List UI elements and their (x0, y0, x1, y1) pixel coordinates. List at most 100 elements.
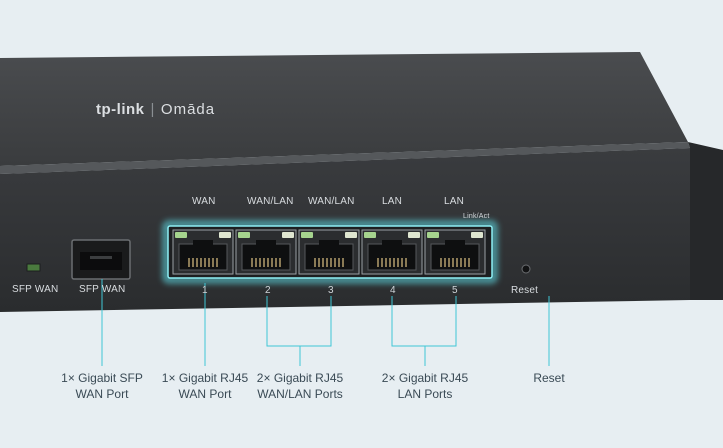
logo-separator: | (150, 101, 155, 118)
rj45-pin (401, 258, 403, 267)
rj45-port-opening (430, 243, 480, 271)
rj45-pin (255, 258, 257, 267)
rj45-pin (397, 258, 399, 267)
sfp-led-label: SFP WAN (12, 284, 59, 295)
rj45-pin (212, 258, 214, 267)
rj45-pin (452, 258, 454, 267)
rj45-pin (334, 258, 336, 267)
rj45-pin (188, 258, 190, 267)
rj45-pin (440, 258, 442, 267)
rj45-led-right (219, 232, 231, 238)
rj45-pin (326, 258, 328, 267)
rj45-port (235, 229, 297, 275)
callout-sfp-wan: 1× Gigabit SFP WAN Port (50, 370, 154, 402)
callout-rj45-lan: 2× Gigabit RJ45 LAN Ports (370, 370, 480, 402)
reset-label: Reset (511, 285, 539, 296)
rj45-pin (259, 258, 261, 267)
port-3-type-label: WAN/LAN (308, 196, 355, 207)
rj45-port-opening (241, 243, 291, 271)
rj45-pin (405, 258, 407, 267)
sfp-port-label: SFP WAN (79, 284, 126, 295)
rj45-led-right (345, 232, 357, 238)
callout-sfp-line2: WAN Port (75, 387, 129, 401)
rj45-pin (314, 258, 316, 267)
rj45-pin (342, 258, 344, 267)
callout-wan-line2: WAN Port (178, 387, 232, 401)
rj45-pin (251, 258, 253, 267)
callout-wanlan-line1: 2× Gigabit RJ45 (256, 371, 344, 385)
chassis-top (0, 52, 688, 166)
rj45-pin (216, 258, 218, 267)
link-act-label: Link/Act (463, 213, 490, 220)
rj45-led-right (282, 232, 294, 238)
rj45-led-left (301, 232, 313, 238)
rj45-pin (381, 258, 383, 267)
rj45-pin (448, 258, 450, 267)
rj45-port (361, 229, 423, 275)
rj45-led-left (364, 232, 376, 238)
callout-rj45-wanlan: 2× Gigabit RJ45 WAN/LAN Ports (245, 370, 355, 402)
rj45-pin (389, 258, 391, 267)
rj45-pin (200, 258, 202, 267)
highlight-glow (162, 220, 498, 284)
rj45-pin (456, 258, 458, 267)
rj45-pin (377, 258, 379, 267)
rj45-led-left (427, 232, 439, 238)
callout-wanlan-line2: WAN/LAN Ports (257, 387, 343, 401)
rj45-led-left (175, 232, 187, 238)
port-4-type-label: LAN (382, 196, 403, 207)
rj45-port (424, 229, 486, 275)
logo-text: tp-link (96, 101, 145, 118)
rj45-pin (338, 258, 340, 267)
callout-rj45-wan: 1× Gigabit RJ45 WAN Port (150, 370, 260, 402)
rj45-pin (267, 258, 269, 267)
rj45-pin (279, 258, 281, 267)
callout-bracket-wanlan (266, 296, 332, 347)
port-5-number: 5 (452, 285, 458, 296)
callout-reset-line1: Reset (533, 371, 565, 385)
callout-reset: Reset (519, 370, 579, 386)
port-3-number: 3 (328, 285, 334, 296)
rj45-pin (204, 258, 206, 267)
rj45-pin (318, 258, 320, 267)
rj45-port-opening (367, 243, 417, 271)
port-2-type-label: WAN/LAN (247, 196, 294, 207)
rj45-port-opening (304, 243, 354, 271)
port-2-number: 2 (265, 285, 271, 296)
sfp-led (26, 263, 41, 272)
rj45-pin (196, 258, 198, 267)
callout-lan-line2: LAN Ports (397, 387, 453, 401)
rj45-pin (460, 258, 462, 267)
rj45-port (298, 229, 360, 275)
rj45-led-right (471, 232, 483, 238)
rj45-pin (385, 258, 387, 267)
brand-logo: tp-link|Omāda (96, 101, 215, 118)
rj45-pin (192, 258, 194, 267)
rj45-port-latch (256, 240, 276, 245)
sfp-port-pins (90, 256, 112, 259)
callout-sfp-line1: 1× Gigabit SFP (61, 371, 143, 385)
rj45-pin (468, 258, 470, 267)
callout-wan-line1: 1× Gigabit RJ45 (161, 371, 249, 385)
rj45-pin (263, 258, 265, 267)
rj45-pin (271, 258, 273, 267)
rj45-led-right (408, 232, 420, 238)
port-5-type-label: LAN (444, 196, 465, 207)
rj45-pin (464, 258, 466, 267)
port-4-number: 4 (390, 285, 396, 296)
rj45-port-latch (445, 240, 465, 245)
chassis-side (688, 142, 723, 300)
port-1-number: 1 (202, 285, 208, 296)
rj45-port-opening (178, 243, 228, 271)
reset-hole (521, 264, 531, 274)
rj45-pin (330, 258, 332, 267)
callout-lines (101, 279, 550, 366)
port-1-type-label: WAN (192, 196, 216, 207)
rj45-port-latch (382, 240, 402, 245)
chassis-edge (0, 142, 690, 174)
rj45-pin (275, 258, 277, 267)
rj45-pin (444, 258, 446, 267)
callout-lan-line1: 2× Gigabit RJ45 (381, 371, 469, 385)
rj45-led-left (238, 232, 250, 238)
